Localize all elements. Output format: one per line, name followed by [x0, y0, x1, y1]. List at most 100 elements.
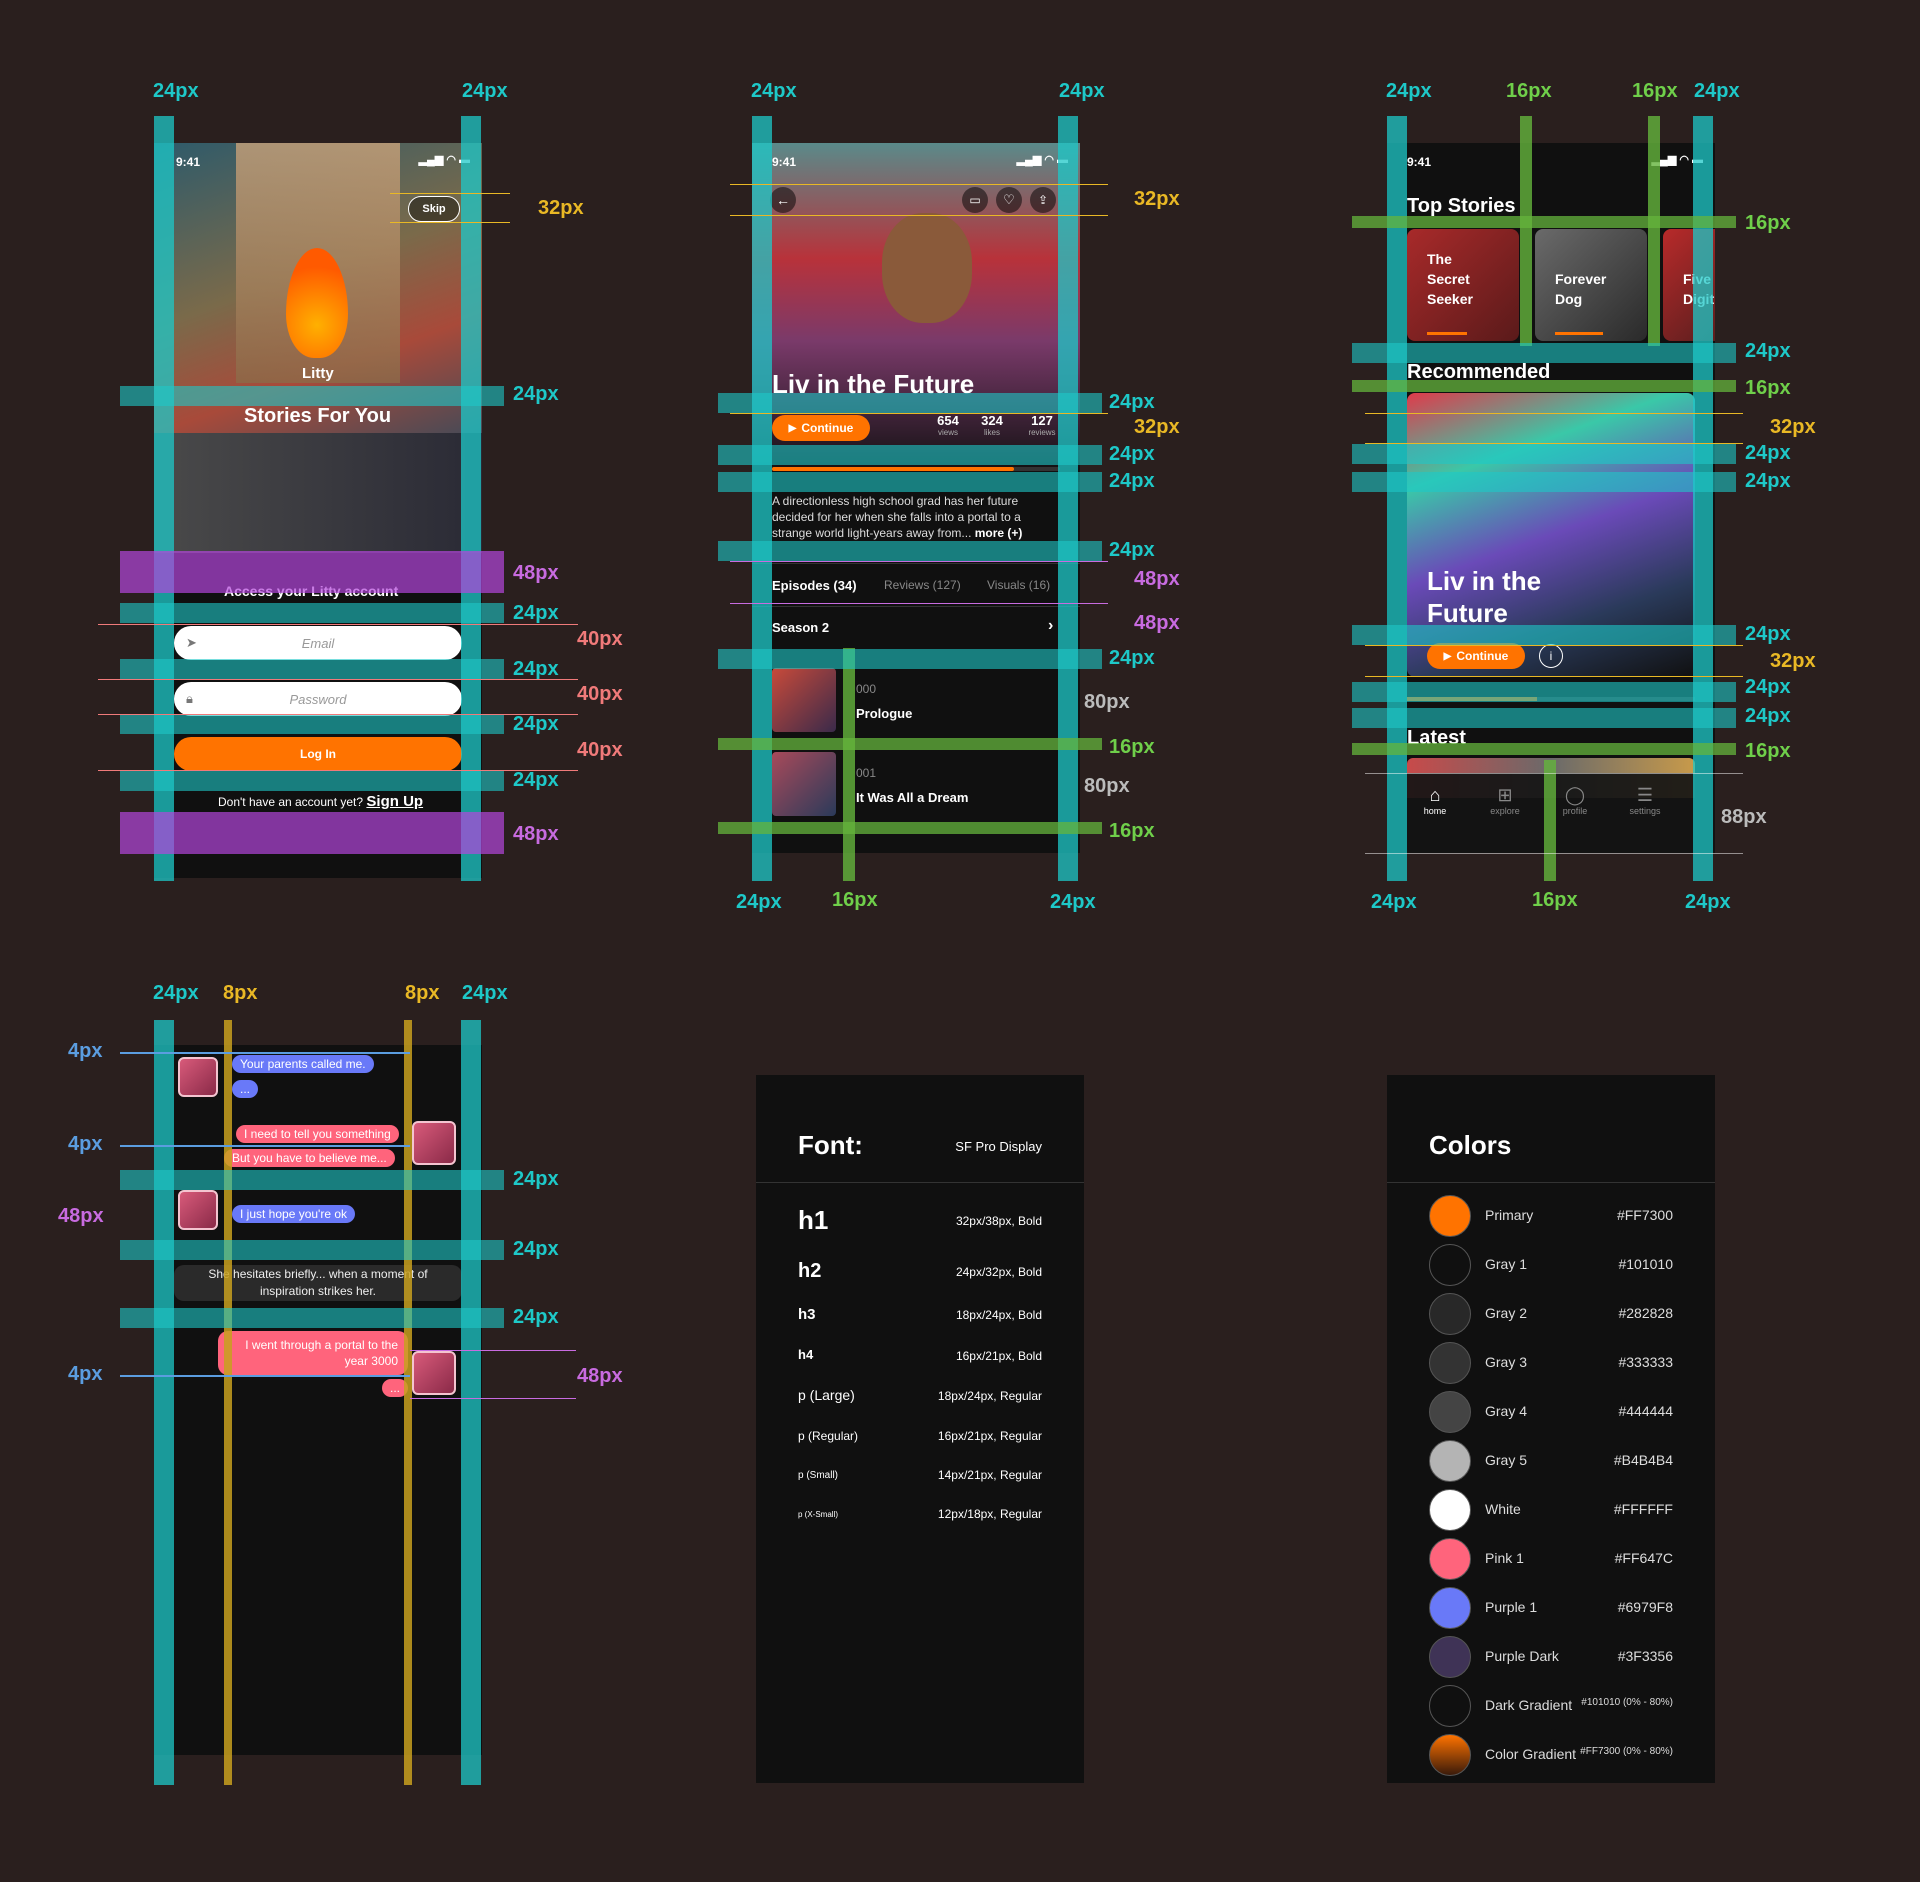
- color-value: #FF7300 (0% - 80%): [1580, 1746, 1673, 1757]
- tab-reviews[interactable]: Reviews (127): [884, 578, 961, 592]
- episode-row[interactable]: 000 Prologue: [772, 668, 1060, 732]
- dim-label: 32px: [1770, 650, 1816, 672]
- dim-label: 16px: [1532, 889, 1578, 911]
- play-icon: ▶: [788, 422, 797, 434]
- episode-thumbnail: [772, 752, 836, 816]
- guide-line: [390, 222, 510, 223]
- like-button[interactable]: ♡: [996, 187, 1022, 213]
- heart-icon: ♡: [1003, 192, 1015, 207]
- section-recommended: Recommended: [1407, 361, 1551, 383]
- story-card[interactable]: The Secret Seeker: [1407, 229, 1519, 341]
- color-name: Purple Dark: [1485, 1648, 1559, 1664]
- dim-label: 16px: [1745, 212, 1791, 234]
- stat-likes: 324 likes: [974, 413, 1010, 437]
- progress-bar: [772, 467, 1060, 471]
- continue-button[interactable]: ▶Continue: [772, 415, 870, 441]
- headline: Stories For You: [244, 405, 392, 427]
- back-button[interactable]: ←: [770, 187, 796, 213]
- dim-label: 80px: [1084, 775, 1130, 797]
- dim-label: 24px: [1694, 80, 1740, 102]
- season-selector[interactable]: Season 2 ›: [752, 605, 1080, 649]
- color-name: Pink 1: [1485, 1550, 1524, 1566]
- nav-explore[interactable]: ⊞ explore: [1477, 785, 1533, 816]
- dim-label: 16px: [1109, 820, 1155, 842]
- guide-line: [730, 215, 1108, 216]
- email-placeholder: Email: [301, 635, 335, 651]
- nav-profile[interactable]: ◯ profile: [1547, 785, 1603, 816]
- guide-left: [752, 116, 772, 881]
- dim-label: 8px: [405, 982, 440, 1004]
- guide-24: [120, 714, 504, 734]
- color-swatch: [1429, 1538, 1471, 1580]
- stat-label: reviews: [1028, 428, 1056, 437]
- more-link[interactable]: more (+): [974, 526, 1023, 540]
- comment-button[interactable]: ▭: [962, 187, 988, 213]
- dim-label: 40px: [577, 739, 623, 761]
- email-field[interactable]: ➤ Email: [174, 626, 462, 660]
- login-button[interactable]: Log In: [174, 737, 462, 771]
- password-field[interactable]: 🔒︎ Password: [174, 682, 462, 716]
- guide-24: [1352, 625, 1736, 645]
- stat-value: 127: [1031, 413, 1053, 428]
- guide-24: [120, 659, 504, 679]
- dim-label: 80px: [1084, 691, 1130, 713]
- login-screen: 9:41 ▂▄▆ ◠ ▬ Skip Litty Stories For You …: [154, 143, 482, 878]
- tab-visuals[interactable]: Visuals (16): [987, 578, 1051, 592]
- comment-icon: ▭: [969, 193, 981, 207]
- color-value: #FFFFFF: [1613, 1501, 1673, 1517]
- continue-button[interactable]: ▶Continue: [1427, 643, 1525, 669]
- nav-home[interactable]: ⌂ home: [1407, 785, 1463, 816]
- progress-fill: [772, 467, 1014, 471]
- color-swatch: [1429, 1734, 1471, 1776]
- signup-row: Don't have an account yet? Sign Up: [218, 793, 423, 810]
- stat-views: 654 views: [930, 413, 966, 437]
- guide-24: [718, 445, 1102, 465]
- color-value: #3F3356: [1617, 1648, 1673, 1664]
- story-card[interactable]: Forever Dog: [1535, 229, 1647, 341]
- dim-label: 24px: [513, 1306, 559, 1328]
- feature-title: Liv in the Future: [1427, 566, 1542, 628]
- dim-label: 24px: [153, 80, 199, 102]
- share-button[interactable]: ⇪: [1030, 187, 1056, 213]
- color-value: #FF647C: [1614, 1550, 1673, 1566]
- nav-label: profile: [1562, 806, 1588, 816]
- episode-thumbnail: [772, 668, 836, 732]
- guide-24: [120, 603, 504, 623]
- stat-label: views: [937, 428, 958, 437]
- play-icon: ▶: [1443, 650, 1452, 662]
- guide-line: [98, 679, 578, 680]
- dim-label: 88px: [1721, 806, 1767, 828]
- color-value: #101010 (0% - 80%): [1581, 1697, 1673, 1708]
- guide-16: [1520, 116, 1532, 346]
- color-swatch: [1429, 1636, 1471, 1678]
- skip-button[interactable]: Skip: [408, 196, 460, 222]
- guide-48: [120, 551, 504, 593]
- dim-label: 32px: [1134, 416, 1180, 438]
- dim-label: 24px: [1745, 623, 1791, 645]
- guide-16: [1352, 380, 1736, 392]
- guide-24: [718, 649, 1102, 669]
- tab-episodes[interactable]: Episodes (34): [772, 578, 857, 593]
- guide-line: [730, 184, 1108, 185]
- dim-label: 4px: [68, 1363, 103, 1385]
- dim-label: 4px: [68, 1133, 103, 1155]
- dim-label: 24px: [1745, 470, 1791, 492]
- message-pink: ...: [382, 1379, 409, 1397]
- stat-reviews: 127 reviews: [1022, 413, 1062, 437]
- signup-link[interactable]: Sign Up: [366, 793, 424, 810]
- avatar-left: [178, 1190, 218, 1230]
- color-swatch: [1429, 1244, 1471, 1286]
- episode-row[interactable]: 001 It Was All a Dream: [772, 752, 1060, 816]
- color-swatch: [1429, 1195, 1471, 1237]
- dim-label: 24px: [462, 982, 508, 1004]
- info-icon[interactable]: i: [1539, 644, 1563, 668]
- nav-settings[interactable]: ☰ settings: [1617, 785, 1673, 816]
- font-row-name: p (Small): [798, 1470, 839, 1481]
- dim-label: 24px: [1371, 891, 1417, 913]
- story-card-title: Forever Dog: [1555, 271, 1607, 307]
- font-title: Font:: [798, 1130, 863, 1160]
- dim-label: 24px: [1059, 80, 1105, 102]
- dim-label: 24px: [1109, 470, 1155, 492]
- status-icons: ▂▄▆ ◠ ▬: [418, 154, 470, 166]
